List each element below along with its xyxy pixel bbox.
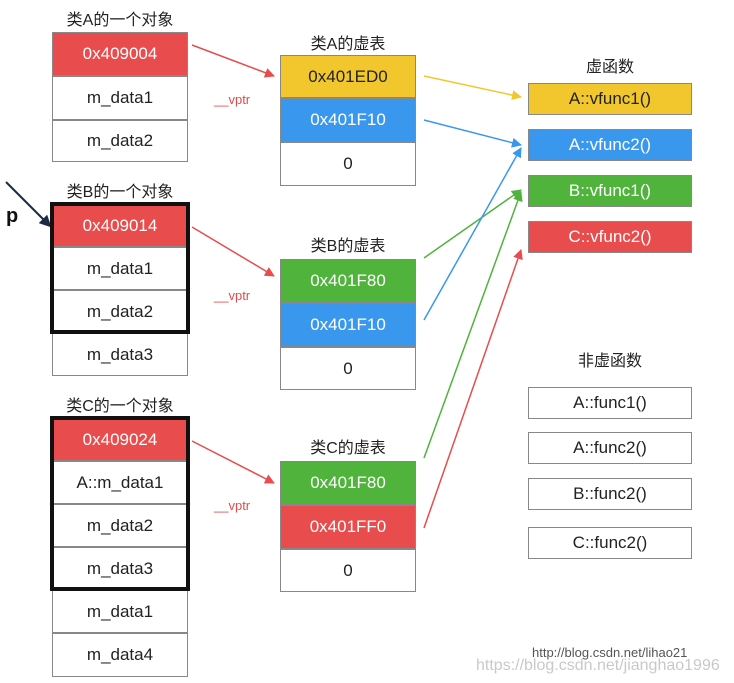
virtual-function-item: C::vfunc2() [528,221,692,253]
vptr-label-b: __vptr [214,288,251,303]
vtable-a-title: 类A的虚表 [310,36,386,53]
object-c-vptr-cell: 0x409024 [52,418,188,461]
vtable-c-entry1-arrow [423,191,523,459]
object-b-title: 类B的一个对象 [66,184,174,201]
vtable-c-entry2-arrow [423,249,523,529]
virtual-function-item: A::vfunc1() [528,83,692,115]
object-c-title: 类C的一个对象 [66,398,174,415]
vtable-a-entry: 0x401ED0 [280,55,416,98]
virtual-function-item: B::vfunc1() [528,175,692,207]
vptr-arrow-c [191,440,275,484]
vptr-label-c: __vptr [214,498,251,513]
vptr-label-a: __vptr [214,92,251,107]
vtable-c-title: 类C的虚表 [310,440,386,457]
vptr-arrow-a [191,44,275,78]
vtable-a-entry: 0x401F10 [280,98,416,142]
pointer-p-label: p [6,205,19,227]
virtual-function-item: A::vfunc2() [528,129,692,161]
object-b-member-cell: m_data3 [52,333,188,376]
object-b-member-cell: m_data1 [52,247,188,290]
vtable-c-entry: 0x401FF0 [280,505,416,549]
vtable-b-entry2-arrow [423,147,522,321]
object-a-member-cell: m_data2 [52,120,188,162]
vtable-a-entry2-arrow [423,119,522,148]
vtable-c-terminator: 0 [280,549,416,592]
pointer-p-arrow [5,181,52,228]
object-c-member-cell: m_data3 [52,547,188,590]
object-a-member-cell: m_data1 [52,76,188,120]
object-b-vptr-cell: 0x409014 [52,204,188,247]
watermark-url: http://blog.csdn.net/lihao21 [532,645,688,660]
vtable-a-terminator: 0 [280,142,416,186]
nonvirtual-function-item: B::func2() [528,478,692,510]
object-b-member-cell: m_data2 [52,290,188,333]
object-c-member-cell: m_data2 [52,504,188,547]
vtable-c-entry: 0x401F80 [280,461,416,505]
vptr-arrow-b [191,226,275,277]
vtable-a-entry1-arrow [423,75,522,100]
nonvirtual-function-item: A::func2() [528,432,692,464]
object-c-member-cell: m_data1 [52,590,188,633]
nonvirtual-function-item: C::func2() [528,527,692,559]
vtable-b-title: 类B的虚表 [310,238,386,255]
nonvirtual-functions-title: 非虚函数 [577,353,642,370]
virtual-functions-title: 虚函数 [585,59,634,76]
object-c-member-cell: A::m_data1 [52,461,188,504]
nonvirtual-function-item: A::func1() [528,387,692,419]
vtable-b-entry1-arrow [423,189,522,259]
vtable-b-entry: 0x401F80 [280,259,416,303]
object-a-title: 类A的一个对象 [66,12,174,29]
vtable-b-terminator: 0 [280,347,416,390]
vtable-b-entry: 0x401F10 [280,303,416,347]
object-c-member-cell: m_data4 [52,633,188,677]
watermark-overlay: https://blog.csdn.net/jianghao1996 [476,657,720,674]
object-a-vptr-cell: 0x409004 [52,32,188,76]
